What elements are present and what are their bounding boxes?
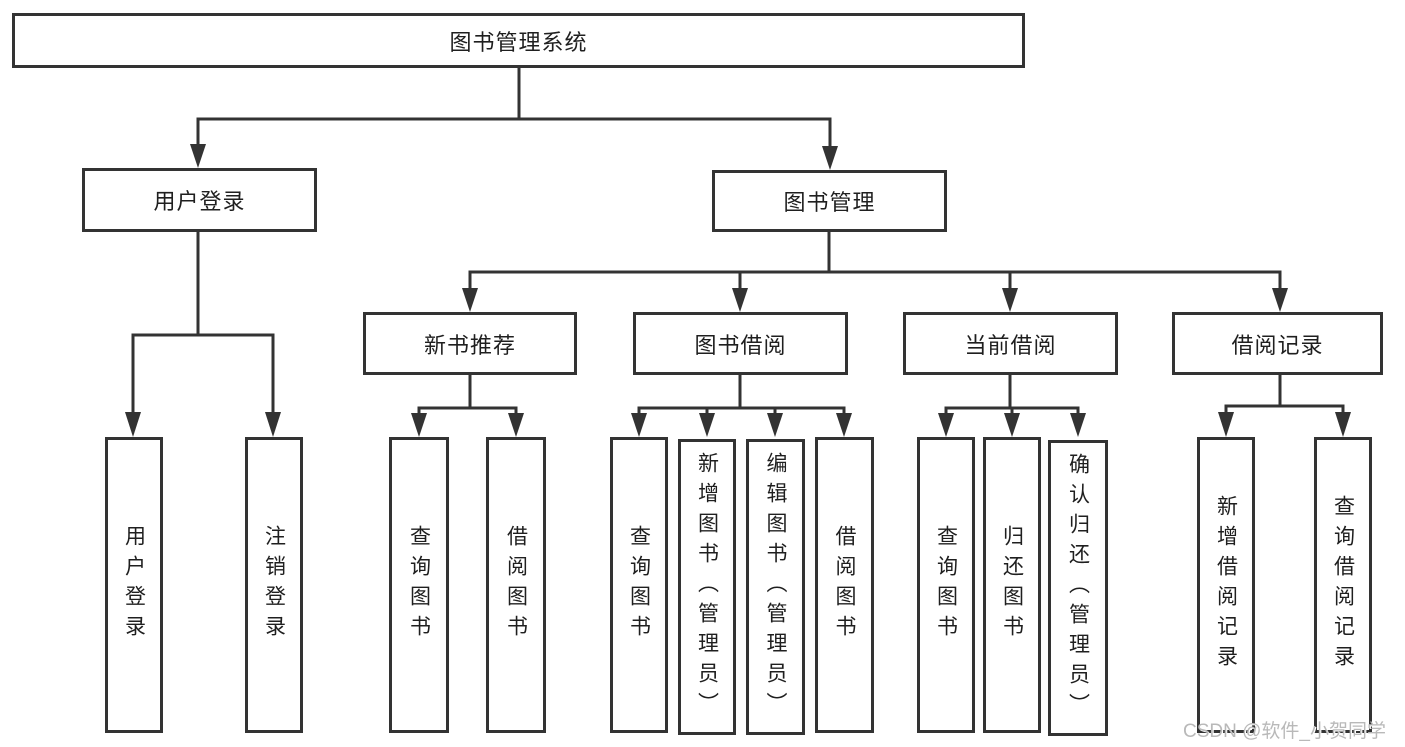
node-new-book-recommendation: 新书推荐: [363, 312, 577, 375]
edge-bookborrow-to-leaves: [637, 373, 846, 416]
edge-currentborrow-to-leaves: [944, 373, 1080, 416]
leaf-user-login: 用户登录: [105, 437, 163, 733]
leaf-cb-return-books: 归还图书: [983, 437, 1041, 733]
leaf-rec-query-books: 查询图书: [389, 437, 449, 733]
edge-userlogin-to-leaves: [131, 230, 275, 415]
node-label: 查询借阅记录: [1331, 495, 1355, 675]
node-user-login: 用户登录: [82, 168, 317, 232]
node-label: 新书推荐: [423, 332, 516, 358]
edge-borrowrecords-to-leaves: [1224, 373, 1345, 415]
edge-bookmgmt-to-level3: [468, 230, 1282, 291]
leaf-cb-query-books: 查询图书: [917, 437, 975, 733]
edge-root-arrowheads: [190, 144, 838, 170]
node-current-borrowing: 当前借阅: [903, 312, 1118, 375]
csdn-watermark: CSDN @软件_小贺同学: [1183, 721, 1386, 742]
leaf-bb-query-books: 查询图书: [610, 437, 668, 733]
node-label: 归还图书: [1000, 525, 1024, 645]
node-label: 图书借阅: [694, 332, 787, 358]
node-label: 当前借阅: [964, 332, 1057, 358]
edge-borrowrecords-arrowheads: [1218, 412, 1351, 437]
node-label: 用户登录: [153, 189, 246, 214]
leaf-bb-borrow-books: 借阅图书: [815, 437, 874, 733]
node-label: 借阅记录: [1231, 332, 1324, 358]
node-label: 新增借阅记录: [1214, 495, 1238, 675]
node-label: 确认归还（管理员）: [1066, 453, 1090, 723]
node-book-borrowing: 图书借阅: [633, 312, 848, 375]
node-label: 借阅图书: [504, 525, 528, 645]
node-label: 查询图书: [934, 525, 958, 645]
node-root-library-management-system: 图书管理系统: [12, 13, 1025, 68]
node-label: 注销登录: [262, 525, 286, 645]
edge-newbookrec-to-leaves: [417, 373, 518, 416]
leaf-rec-borrow-books: 借阅图书: [486, 437, 546, 733]
edge-userlogin-arrowheads: [125, 412, 281, 437]
node-label: 查询图书: [627, 525, 651, 645]
edge-currentborrow-arrowheads: [938, 413, 1086, 437]
leaf-bb-edit-books-admin: 编辑图书（管理员）: [746, 439, 805, 735]
node-label: 编辑图书（管理员）: [764, 452, 787, 722]
node-borrowing-records: 借阅记录: [1172, 312, 1383, 375]
leaf-br-add-record: 新增借阅记录: [1197, 437, 1255, 733]
node-label: 借阅图书: [833, 525, 856, 645]
node-label: 用户登录: [122, 525, 146, 645]
node-label: 新增图书（管理员）: [695, 452, 719, 722]
leaf-bb-add-books-admin: 新增图书（管理员）: [678, 439, 736, 735]
leaf-br-query-record: 查询借阅记录: [1314, 437, 1372, 733]
node-label: 图书管理系统: [449, 29, 588, 55]
node-book-management: 图书管理: [712, 170, 947, 232]
leaf-logout: 注销登录: [245, 437, 303, 733]
leaf-cb-confirm-return-admin: 确认归还（管理员）: [1048, 440, 1108, 736]
edge-bookborrow-arrowheads: [631, 413, 852, 437]
node-label: 图书管理: [783, 190, 876, 215]
edge-root-to-level2: [196, 66, 832, 149]
node-label: 查询图书: [407, 525, 431, 645]
edge-newbookrec-arrowheads: [411, 413, 524, 437]
edge-bookmgmt-arrowheads: [462, 288, 1288, 312]
